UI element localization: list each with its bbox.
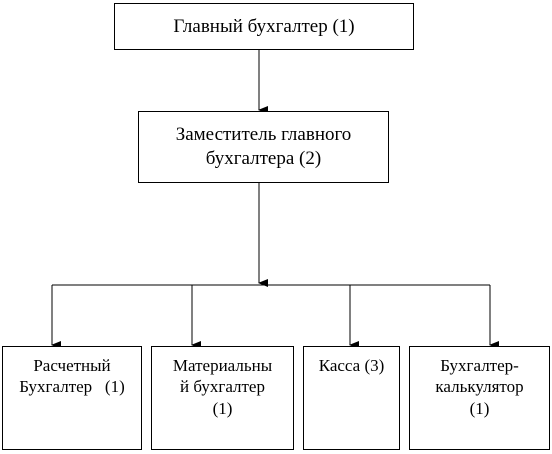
- node-payroll-accountant: Расчетный Бухгалтер (1): [2, 346, 142, 450]
- node-deputy-label-line1: Заместитель главного: [175, 124, 352, 146]
- node-calc-label-line3: (1): [469, 398, 490, 418]
- node-material-accountant: Материальны й бухгалтер (1): [151, 346, 294, 450]
- node-material-label-line3: (1): [212, 398, 233, 418]
- node-material-label-line2: й бухгалтер: [180, 377, 265, 397]
- node-cash-desk: Касса (3): [303, 346, 400, 450]
- node-payroll-label-line1: Расчетный: [33, 356, 111, 375]
- node-cash-label: Касса (3): [318, 356, 385, 375]
- node-calc-label-line2: калькулятор: [435, 377, 524, 397]
- node-payroll-label-line2: Бухгалтер (1): [19, 377, 125, 397]
- node-deputy-chief-accountant: Заместитель главного бухгалтера (2): [138, 111, 389, 183]
- node-deputy-label-line2: бухгалтера (2): [205, 148, 322, 169]
- node-chief-accountant-label: Главный бухгалтер (1): [173, 15, 355, 37]
- node-calculating-accountant: Бухгалтер- калькулятор (1): [409, 346, 550, 450]
- node-chief-accountant: Главный бухгалтер (1): [114, 3, 414, 50]
- node-material-label-line1: Материальны: [172, 356, 273, 375]
- node-calc-label-line1: Бухгалтер-: [440, 356, 519, 375]
